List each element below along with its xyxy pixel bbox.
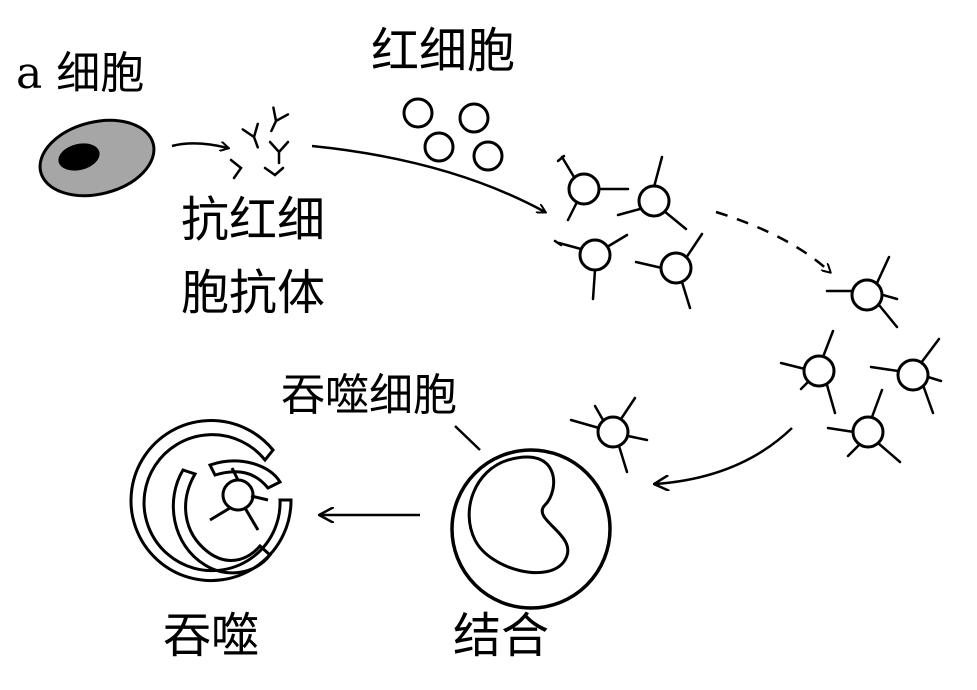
- coated-red-cell-binding: [569, 396, 649, 474]
- antibodies: [229, 106, 290, 180]
- label-binding: 结合: [453, 608, 550, 664]
- arrow-to-red-cells: [311, 144, 545, 212]
- macrophage-phagocytosis: [129, 419, 293, 583]
- label-antibody-line2: 胞抗体: [181, 265, 326, 321]
- macrophage-binding: [450, 448, 612, 610]
- a-cell: [38, 118, 156, 198]
- label-macrophage: 吞噬细胞: [281, 370, 457, 421]
- label-red-cells: 红细胞: [371, 23, 516, 79]
- dashed-arrow: [715, 210, 830, 272]
- macrophage-pointer-line: [454, 425, 481, 451]
- red-blood-cells: [402, 97, 504, 172]
- arrow-to-antibodies: [171, 143, 228, 148]
- label-antibody-line1: 抗红细: [181, 192, 326, 248]
- label-a-cell: a 细胞: [16, 48, 145, 99]
- arrow-to-macrophage: [655, 427, 793, 484]
- coated-red-cells-group2: [779, 255, 943, 464]
- coated-red-cells-group1: [553, 154, 704, 310]
- label-phagocytosis: 吞噬: [163, 608, 260, 664]
